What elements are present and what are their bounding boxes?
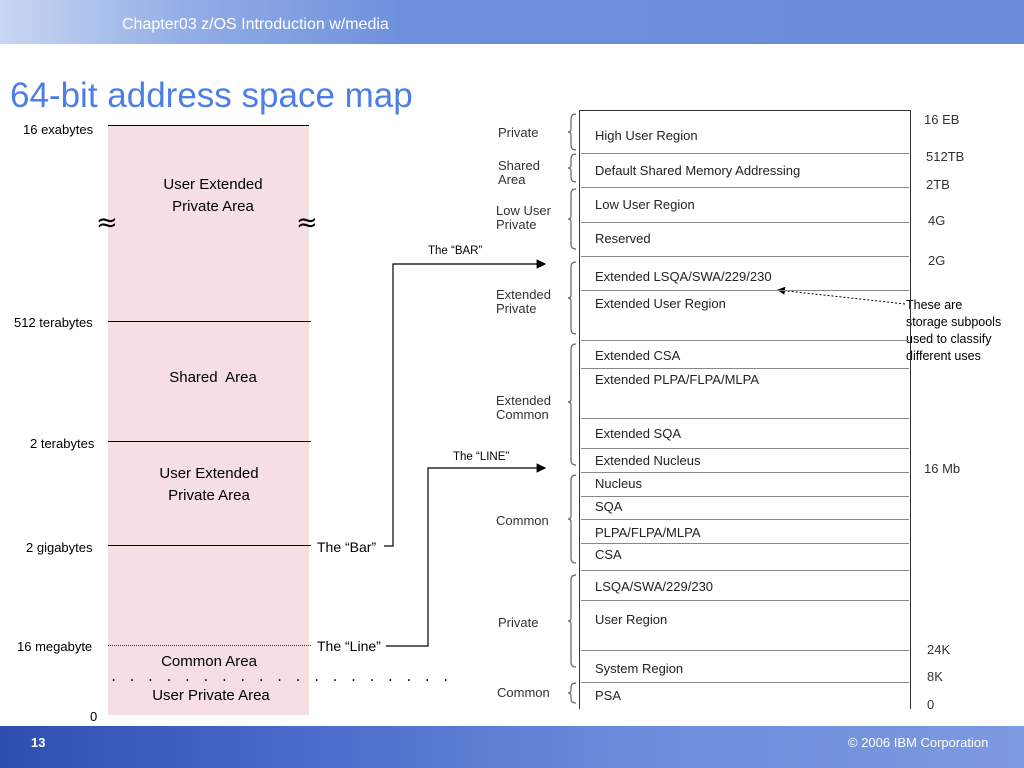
group-extended-common: Extended Common (496, 393, 551, 422)
map-row: System Region (595, 661, 684, 676)
value-2tb: 2TB (926, 177, 950, 192)
label-16-megabyte: 16 megabyte (17, 639, 93, 654)
label-16-exabytes: 16 exabytes (23, 122, 94, 137)
region-common-area: Common Area (161, 653, 257, 670)
map-row: Nucleus (595, 476, 642, 491)
boundary-line-512tb (108, 321, 311, 322)
value-2g: 2G (928, 253, 946, 268)
row-divider (581, 570, 909, 571)
region-user-extended-private-lower: User Extended Private Area (159, 465, 259, 504)
map-row: SQA (595, 499, 623, 514)
boundary-line-2gb (108, 545, 311, 546)
copyright: © 2006 IBM Corporation (848, 735, 989, 750)
map-row: PLPA/FLPA/MLPA (595, 525, 701, 540)
row-divider (581, 187, 909, 188)
label-2-terabytes: 2 terabytes (30, 436, 95, 451)
label-2-gigabytes: 2 gigabytes (26, 540, 93, 555)
group-common: Common (496, 513, 549, 528)
break-symbol-right: ≈ (296, 208, 318, 238)
map-row: Reserved (595, 231, 651, 246)
break-symbol-left: ≈ (96, 208, 118, 238)
note-connector (777, 286, 906, 305)
row-divider (581, 600, 909, 601)
row-divider (581, 256, 909, 257)
map-row: Extended CSA (595, 348, 681, 363)
line-label: The “Line” (317, 638, 381, 654)
value-16eb: 16 EB (924, 112, 960, 127)
boundary-line-16mb (108, 645, 311, 646)
line-connector (386, 463, 547, 647)
row-divider (581, 682, 909, 683)
map-row: PSA (595, 688, 622, 703)
region-user-private-area: User Private Area (152, 687, 270, 704)
row-divider (581, 418, 909, 419)
group-low-user-private: Low User Private (496, 203, 551, 232)
row-divider (581, 496, 909, 497)
zos-storage-map (579, 110, 911, 709)
map-row: Extended SQA (595, 426, 681, 441)
row-divider (581, 448, 909, 449)
map-row: CSA (595, 547, 622, 562)
row-divider (581, 222, 909, 223)
map-row: Extended PLPA/FLPA/MLPA (595, 372, 760, 387)
group-private-low: Private (498, 615, 539, 630)
group-common-psa: Common (497, 685, 550, 700)
value-24k: 24K (927, 642, 951, 657)
map-row: User Region (595, 612, 668, 627)
map-row: High User Region (595, 128, 698, 143)
value-8k: 8K (927, 669, 943, 684)
value-512tb: 512TB (926, 149, 965, 164)
page-number: 13 (31, 735, 46, 750)
line-callout: The “LINE” (453, 451, 510, 463)
map-row: LSQA/SWA/229/230 (595, 579, 714, 594)
region-shared-area: Shared Area (169, 369, 257, 386)
map-row: Default Shared Memory Addressing (595, 163, 801, 178)
group-extended-private: Extended Private (496, 287, 551, 316)
map-row: Extended LSQA/SWA/229/230 (595, 269, 772, 284)
row-divider (581, 543, 909, 544)
region-user-extended-private-top: User Extended Private Area (163, 176, 263, 215)
boundary-line-2tb (108, 441, 311, 442)
page-title: 64-bit address space map (10, 76, 413, 115)
bar-label: The “Bar” (317, 539, 377, 555)
value-zero: 0 (927, 697, 935, 712)
row-divider (581, 519, 909, 520)
row-divider (581, 290, 909, 291)
chapter-title: Chapter03 z/OS Introduction w/media (122, 16, 389, 33)
header-band (0, 0, 1024, 44)
row-divider (581, 153, 909, 154)
bar-connector (384, 259, 547, 547)
bar-callout: The “BAR” (428, 245, 483, 257)
dotted-separator: . . . . . . . . . . . . . . . . . . . (110, 670, 452, 684)
label-zero: 0 (90, 709, 98, 724)
row-divider (581, 472, 909, 473)
subpool-note: These are storage subpools used to class… (906, 298, 1002, 363)
group-private: Private (498, 125, 539, 140)
label-512-terabytes: 512 terabytes (14, 315, 93, 330)
row-divider (581, 650, 909, 651)
address-space-column (108, 125, 309, 715)
map-row: Low User Region (595, 197, 695, 212)
map-row: Extended User Region (595, 296, 726, 311)
value-16mb: 16 Mb (924, 461, 961, 476)
group-shared-area: Shared Area (498, 158, 540, 187)
boundary-line-16eb (108, 125, 309, 126)
value-4g: 4G (928, 213, 946, 228)
footer-band (0, 726, 1024, 768)
map-row: Extended Nucleus (595, 453, 701, 468)
row-divider (581, 340, 909, 341)
row-divider (581, 368, 909, 369)
